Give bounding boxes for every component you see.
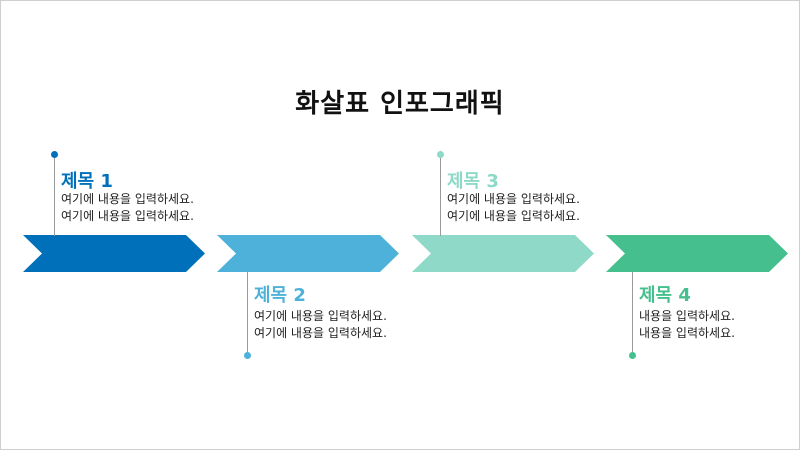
step-1-title: 제목 1: [61, 171, 113, 192]
step-3-line-2: 여기에 내용을 입력하세요.: [447, 209, 580, 223]
step-4-line-1: 내용을 입력하세요.: [639, 309, 735, 323]
connector-dot-step-4: [629, 352, 636, 359]
step-2-line-2: 여기에 내용을 입력하세요.: [254, 326, 387, 340]
step-3-title: 제목 3: [447, 171, 499, 192]
page-title: 화살표 인포그래픽: [295, 89, 505, 119]
step-2-title: 제목 2: [254, 285, 306, 306]
step-3-line-1: 여기에 내용을 입력하세요.: [447, 192, 580, 206]
connector-line-step-1: [54, 154, 55, 236]
arrow-step-4: [606, 235, 788, 272]
arrow-step-3: [412, 235, 594, 272]
step-1-text: 여기에 내용을 입력하세요. 여기에 내용을 입력하세요.: [61, 191, 194, 225]
connector-line-step-3: [440, 154, 441, 236]
connector-dot-step-3: [437, 151, 444, 158]
connector-dot-step-1: [51, 151, 58, 158]
step-4-text: 내용을 입력하세요. 내용을 입력하세요.: [639, 308, 735, 342]
arrow-step-2: [217, 235, 399, 272]
step-1-line-1: 여기에 내용을 입력하세요.: [61, 192, 194, 206]
connector-line-step-2: [247, 272, 248, 355]
step-1-line-2: 여기에 내용을 입력하세요.: [61, 209, 194, 223]
step-4-line-2: 내용을 입력하세요.: [639, 326, 735, 340]
connector-line-step-4: [632, 272, 633, 355]
step-2-line-1: 여기에 내용을 입력하세요.: [254, 309, 387, 323]
step-2-text: 여기에 내용을 입력하세요. 여기에 내용을 입력하세요.: [254, 308, 387, 342]
connector-dot-step-2: [244, 352, 251, 359]
step-4-title: 제목 4: [639, 285, 691, 306]
arrow-step-1: [23, 235, 205, 272]
step-3-text: 여기에 내용을 입력하세요. 여기에 내용을 입력하세요.: [447, 191, 580, 225]
